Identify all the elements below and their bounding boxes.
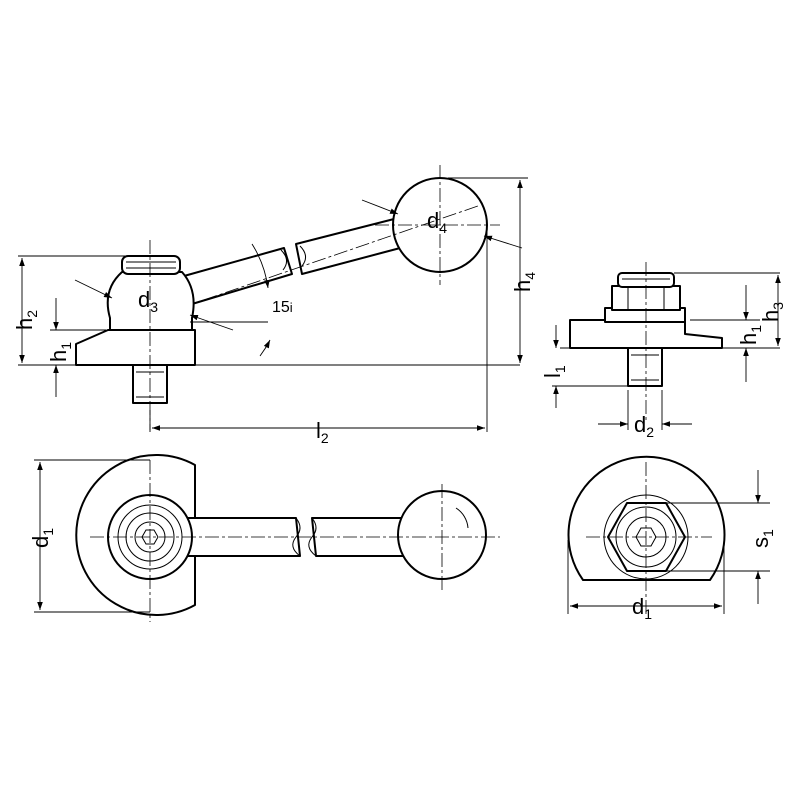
front-view: h3 h1 l1 d2 — [540, 262, 786, 440]
label-d4: d4 — [427, 208, 447, 236]
swivel-ball — [106, 271, 195, 331]
label-d1-right: d1 — [632, 594, 652, 622]
base-plate — [75, 329, 196, 366]
bottom-view: s1 d1 — [567, 455, 776, 622]
label-h3: h3 — [758, 302, 786, 322]
label-l2: l2 — [316, 418, 329, 446]
label-s1: s1 — [748, 529, 776, 548]
label-h1-right: h1 — [736, 325, 764, 345]
label-l1: l1 — [540, 365, 568, 378]
label-h1-left: h1 — [46, 342, 74, 362]
label-h2: h2 — [12, 310, 40, 330]
label-d3: d3 — [138, 287, 158, 315]
lever-arm-outer — [295, 217, 405, 275]
label-d2: d2 — [634, 412, 654, 440]
lever-arm-inner — [183, 247, 293, 305]
side-view: h2 h1 d3 d4 h4 15i l2 — [12, 165, 538, 446]
label-h4: h4 — [510, 272, 538, 292]
swivel-cap — [121, 255, 181, 275]
top-view: d1 — [28, 454, 500, 622]
label-d1-left: d1 — [28, 528, 56, 548]
label-angle: 15i — [272, 299, 293, 316]
